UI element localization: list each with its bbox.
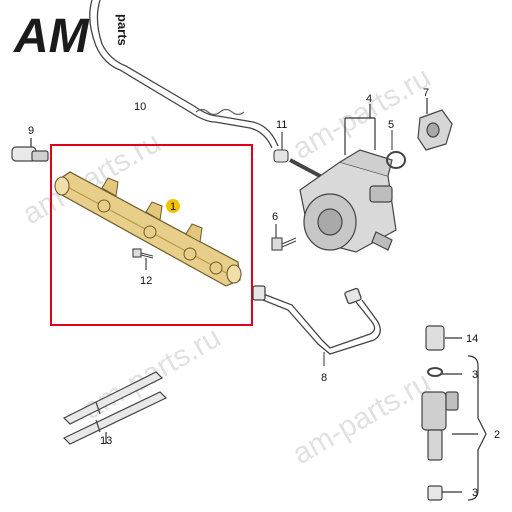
callout-5: 5 <box>388 119 394 131</box>
logo-subtext: parts <box>115 14 130 46</box>
callout-14: 14 <box>466 333 478 345</box>
part-10-hose <box>89 0 279 149</box>
callout-2: 2 <box>494 429 500 441</box>
callout-8: 8 <box>321 372 327 384</box>
callout-3-lower: 3 <box>472 487 478 499</box>
brand-logo: AM parts <box>13 10 130 63</box>
part-5-o-ring <box>386 130 406 169</box>
part-4-fuel-pump <box>289 104 397 253</box>
part-1-fuel-rail <box>54 171 242 287</box>
callout-9: 9 <box>28 125 34 137</box>
callout-13: 13 <box>100 435 112 447</box>
part-12-bolt <box>132 248 154 270</box>
part-2-injector <box>421 325 487 501</box>
callout-3-upper: 3 <box>472 369 478 381</box>
watermark-3: am-parts.ru <box>77 321 226 426</box>
callout-1-badge <box>166 199 180 213</box>
part-8-pressure-line <box>252 285 381 366</box>
callout-1: 1 <box>170 201 176 213</box>
callout-10: 10 <box>134 101 146 113</box>
part-6-bolt <box>271 224 297 251</box>
callout-7: 7 <box>423 87 429 99</box>
part-13-strips <box>62 371 168 445</box>
callout-4: 4 <box>366 93 372 105</box>
callout-11: 11 <box>276 119 287 131</box>
part-7-housing <box>417 98 453 151</box>
logo-text: AM <box>13 10 90 63</box>
part-11-fitting <box>273 132 289 163</box>
callout-6: 6 <box>272 211 278 223</box>
callout-12: 12 <box>140 275 152 287</box>
watermark-4: am-parts.ru <box>287 366 436 471</box>
part-9-sensor <box>11 138 49 162</box>
highlight-frame <box>50 144 253 326</box>
